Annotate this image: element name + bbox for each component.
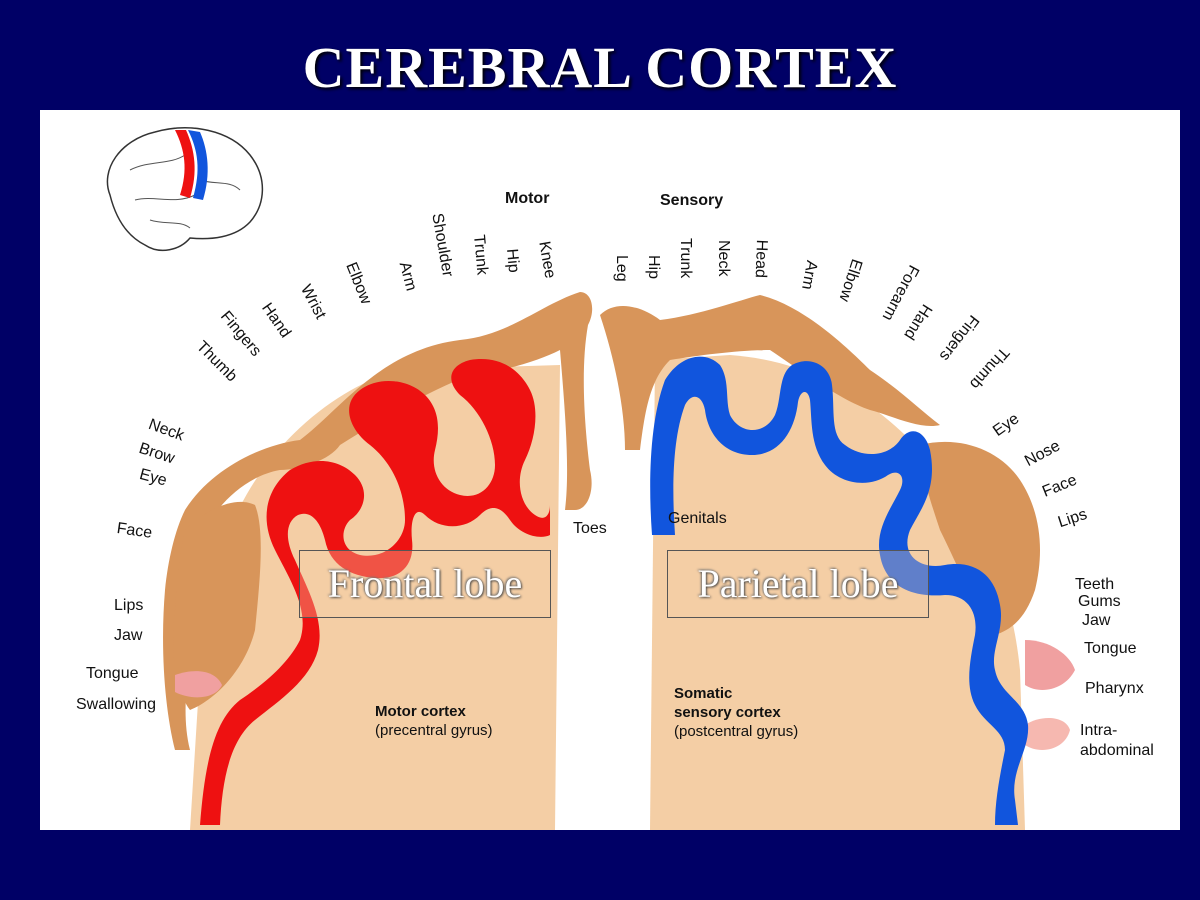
sensory-heading: Sensory — [660, 192, 724, 209]
sensory-label-pharynx: Pharynx — [1085, 680, 1144, 697]
motor-caption-line2: (precentral gyrus) — [375, 722, 493, 739]
diagram-panel: Motor Sensory Knee Hip Trunk Shoulder Ar… — [40, 110, 1180, 830]
sensory-label-tongue: Tongue — [1084, 640, 1137, 657]
motor-heading: Motor — [505, 190, 550, 207]
sensory-label-abdominal: abdominal — [1080, 742, 1154, 759]
motor-cortex-band — [200, 359, 550, 825]
sensory-label-jaw: Jaw — [1082, 612, 1111, 629]
sensory-caption-line3: (postcentral gyrus) — [674, 723, 799, 740]
cortex-illustration — [106, 127, 1075, 830]
sensory-abdominal — [1025, 718, 1070, 750]
motor-label-tongue: Tongue — [86, 665, 139, 682]
sensory-head — [920, 441, 1040, 635]
motor-label-jaw: Jaw — [114, 627, 143, 644]
sensory-label-leg: Leg — [613, 255, 630, 282]
brain-thumbnail — [106, 127, 264, 252]
sensory-tongue — [1025, 640, 1075, 690]
motor-cortex-caption: Motor cortex (precentral gyrus) — [375, 702, 493, 740]
sensory-label-head: Head — [751, 239, 770, 279]
sensory-caption-line1: Somatic — [674, 685, 733, 702]
sensory-label-gums: Gums — [1078, 593, 1121, 610]
sensory-label-genitals: Genitals — [668, 510, 727, 527]
parietal-lobe-label: Parietal lobe — [667, 550, 929, 618]
motor-label-swallowing: Swallowing — [76, 696, 157, 713]
motor-caption-line1: Motor cortex — [375, 703, 466, 720]
motor-label-toes: Toes — [573, 520, 607, 537]
sensory-label-hip: Hip — [645, 255, 662, 280]
sensory-caption-line2: sensory cortex — [674, 704, 781, 721]
sensory-label-teeth: Teeth — [1075, 576, 1115, 593]
frontal-lobe-label: Frontal lobe — [299, 550, 551, 618]
page-title: CEREBRAL CORTEX — [302, 35, 898, 100]
sensory-cortex-band — [650, 356, 1029, 825]
sensory-label-intra: Intra- — [1080, 722, 1118, 739]
sensory-label-trunk: Trunk — [677, 238, 694, 279]
sensory-label-neck: Neck — [715, 240, 732, 277]
motor-label-hip: Hip — [503, 248, 523, 274]
sensory-homunculus — [600, 295, 940, 450]
motor-face — [173, 501, 261, 710]
motor-label-trunk: Trunk — [470, 234, 491, 276]
motor-tongue — [175, 671, 222, 698]
motor-label-lips: Lips — [114, 597, 144, 614]
sensory-cortex-caption: Somatic sensory cortex (postcentral gyru… — [674, 684, 798, 741]
